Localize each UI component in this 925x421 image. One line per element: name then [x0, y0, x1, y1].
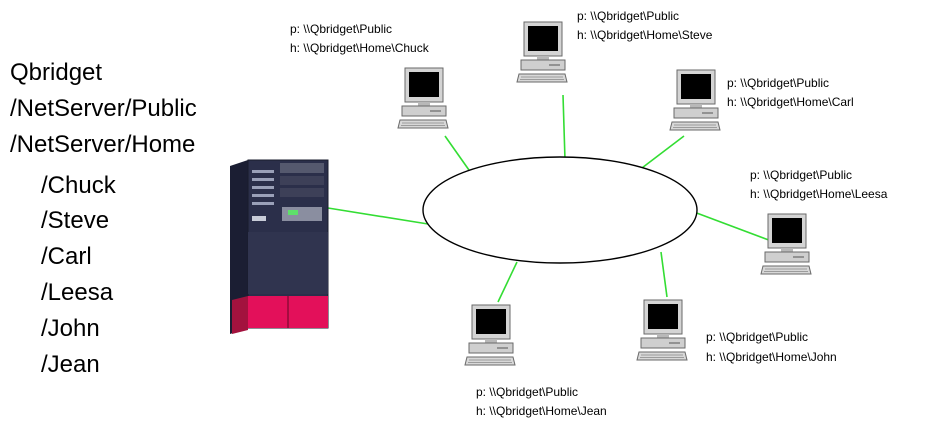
client-public-share: p: \\Qbridget\Public — [577, 9, 679, 23]
tree-user-john: /John — [41, 315, 100, 342]
client-label-leesa: p: \\Qbridget\Public h: \\Qbridget\Home\… — [750, 168, 888, 201]
desktop-computer-icon — [397, 67, 449, 129]
client-home-share: h: \\Qbridget\Home\Jean — [476, 404, 607, 418]
desktop-computer-icon — [760, 213, 812, 275]
client-home-share: h: \\Qbridget\Home\Steve — [577, 28, 713, 42]
server-tower-icon — [230, 159, 329, 334]
link-john — [660, 251, 668, 298]
desktop-computer-icon — [669, 69, 721, 131]
tree-home-path: /NetServer/Home — [10, 131, 195, 158]
client-public-share: p: \\Qbridget\Public — [476, 385, 578, 399]
desktop-computer-icon — [464, 304, 516, 366]
link-leesa — [693, 211, 775, 243]
tree-user-chuck: /Chuck — [41, 172, 117, 199]
client-public-share: p: \\Qbridget\Public — [750, 168, 852, 182]
desktop-computer-icon — [636, 299, 688, 361]
client-label-carl: p: \\Qbridget\Public h: \\Qbridget\Home\… — [727, 76, 854, 109]
tree-root: Qbridget — [10, 59, 102, 86]
link-jean — [497, 261, 518, 303]
tree-public-path: /NetServer/Public — [10, 95, 197, 122]
client-public-share: p: \\Qbridget\Public — [727, 76, 829, 90]
client-label-steve: p: \\Qbridget\Public h: \\Qbridget\Home\… — [577, 9, 713, 42]
share-tree: Qbridget /NetServer/Public /NetServer/Ho… — [10, 59, 197, 378]
client-public-share: p: \\Qbridget\Public — [706, 330, 808, 344]
client-home-share: h: \\Qbridget\Home\Chuck — [290, 41, 430, 55]
client-home-share: h: \\Qbridget\Home\Leesa — [750, 187, 888, 201]
tree-user-leesa: /Leesa — [41, 279, 114, 306]
link-steve — [562, 94, 566, 161]
client-label-jean: p: \\Qbridget\Public h: \\Qbridget\Home\… — [476, 385, 607, 418]
tree-user-steve: /Steve — [41, 207, 109, 234]
client-public-share: p: \\Qbridget\Public — [290, 22, 392, 36]
client-label-chuck: p: \\Qbridget\Public h: \\Qbridget\Home\… — [290, 22, 430, 55]
desktop-computer-icon — [516, 21, 568, 83]
network-links — [327, 94, 775, 303]
link-server — [327, 207, 429, 225]
lan-ring — [422, 156, 698, 264]
client-home-share: h: \\Qbridget\Home\Carl — [727, 95, 854, 109]
tree-user-jean: /Jean — [41, 351, 100, 378]
client-label-john: p: \\Qbridget\Public h: \\Qbridget\Home\… — [706, 330, 837, 364]
tree-user-carl: /Carl — [41, 243, 92, 270]
client-home-share: h: \\Qbridget\Home\John — [706, 350, 837, 364]
